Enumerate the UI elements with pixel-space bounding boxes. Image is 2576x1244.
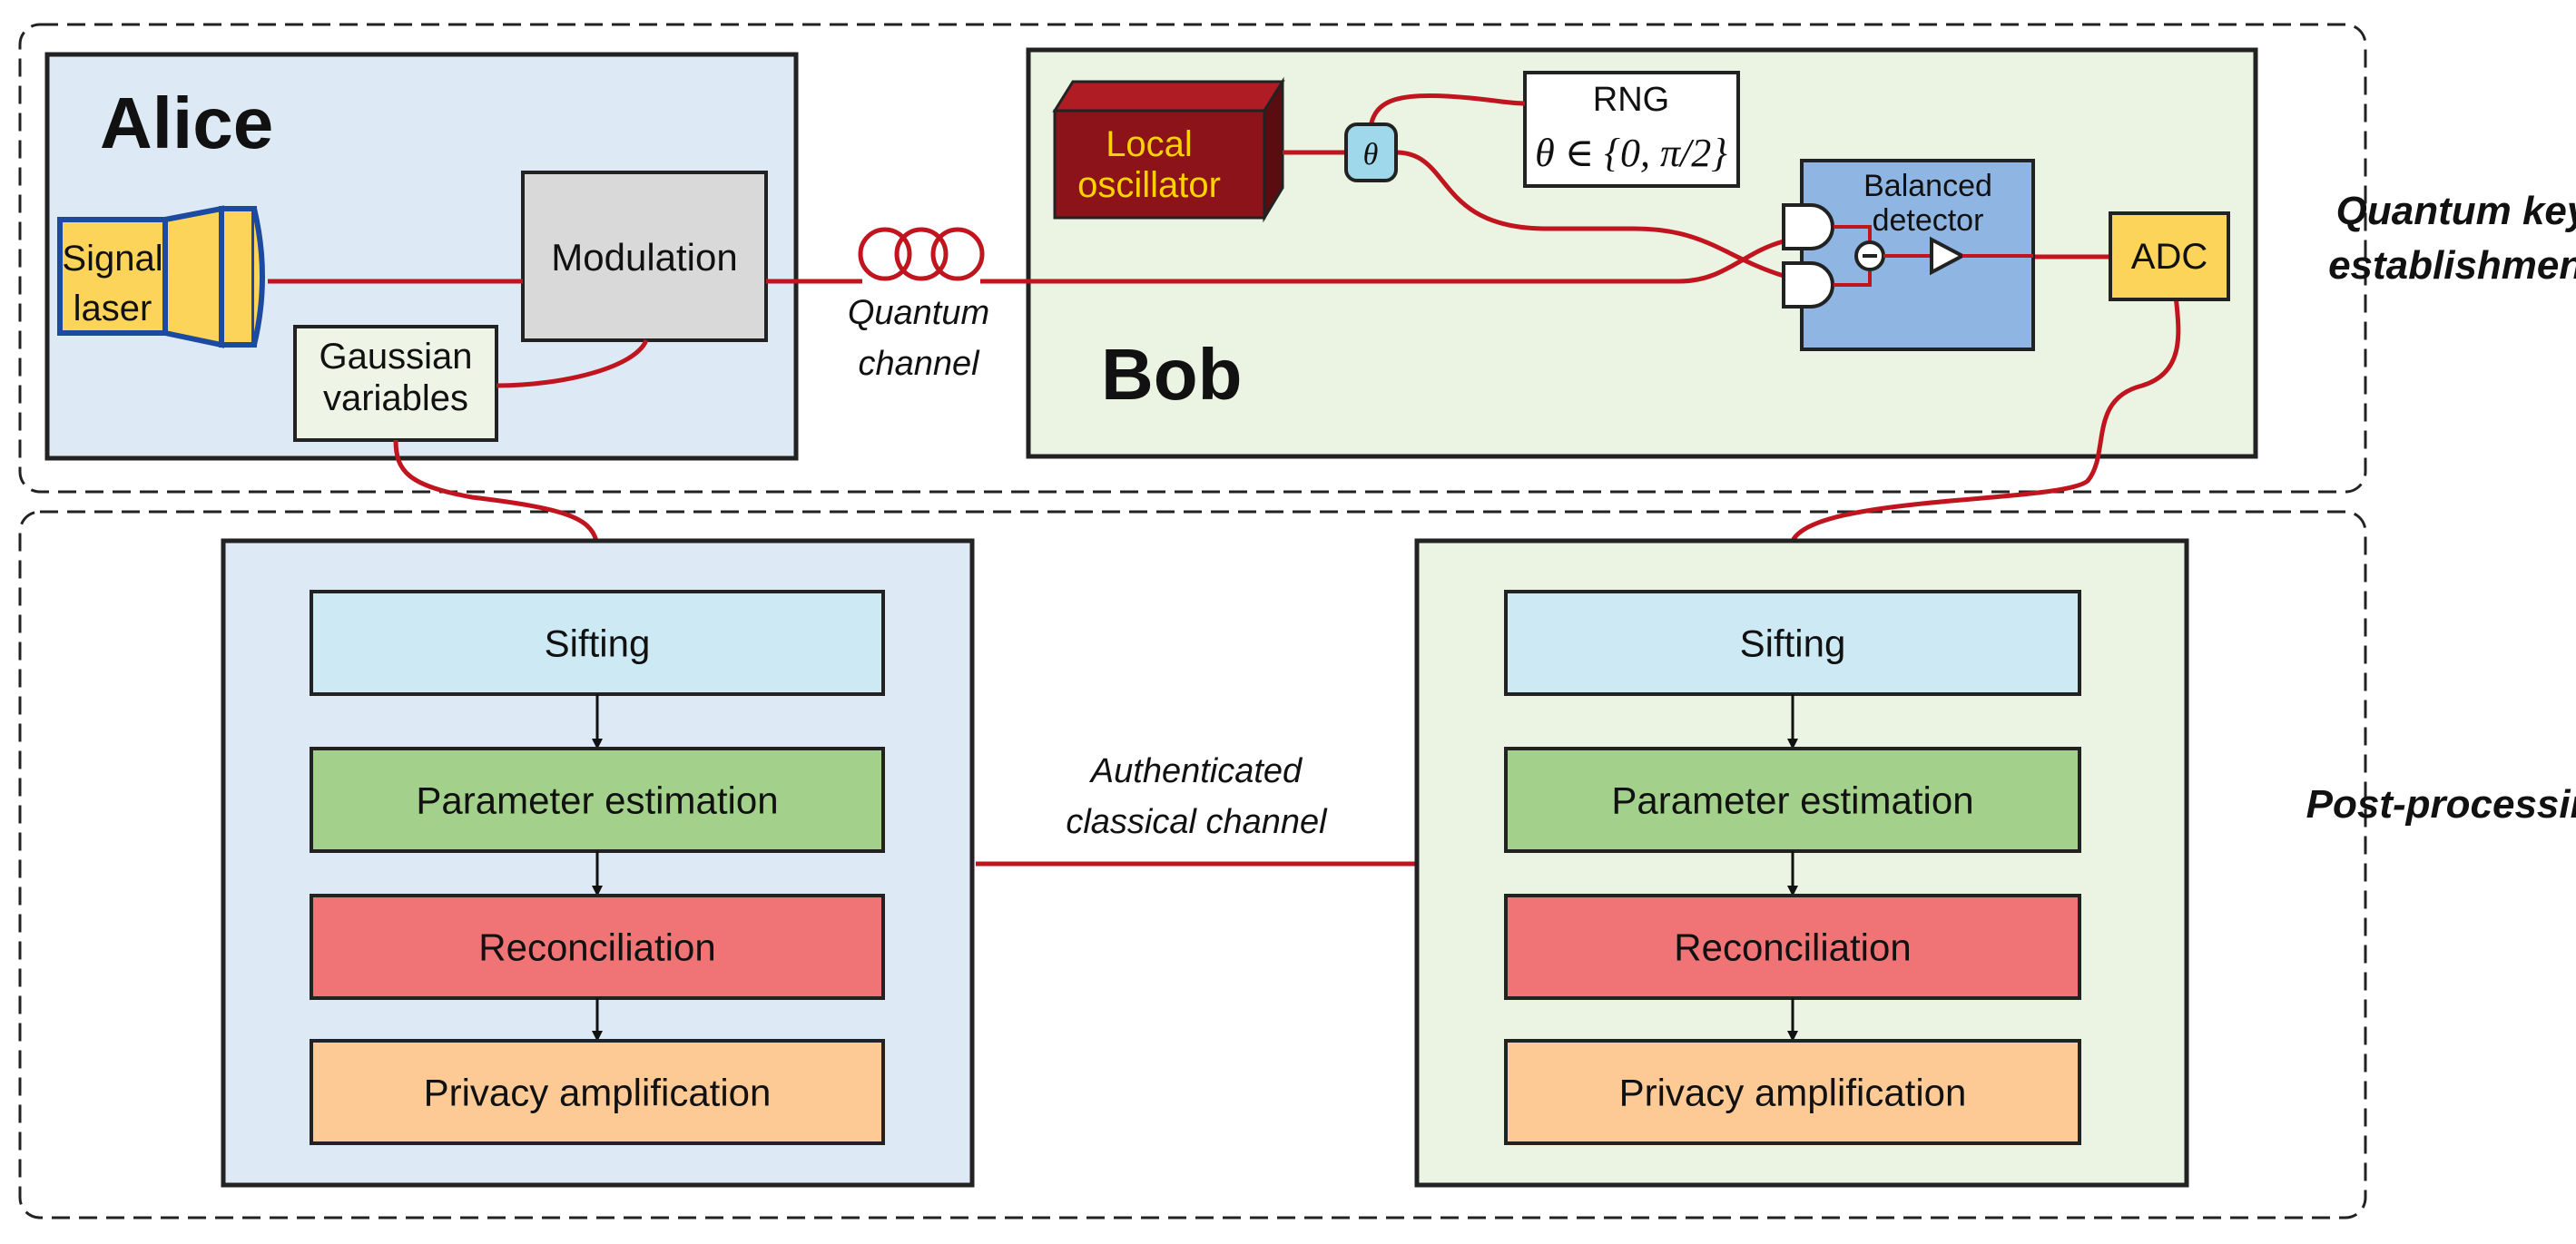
gaussian-variables-label-1: Gaussian — [320, 337, 473, 377]
signal-laser — [57, 205, 265, 348]
alice-title: Alice — [100, 83, 273, 163]
rng-box — [1523, 71, 1740, 188]
quantum-key-establishment-label-1: Quantum key — [2336, 189, 2576, 233]
balanced-detector-label-1: Balanced — [1863, 169, 1992, 203]
bob-step-reconciliation — [1504, 894, 2081, 1000]
quantum-channel-label-2: channel — [858, 345, 980, 383]
local-oscillator-label-1: Local — [1106, 124, 1193, 164]
adc-box — [2109, 211, 2230, 301]
fiber-alice-gaussian-to-post — [393, 439, 599, 542]
bob-step-privacy-amplification — [1504, 1039, 2081, 1145]
balanced-detector-label-2: detector — [1873, 203, 1984, 238]
local-oscillator — [1052, 76, 1285, 223]
bob-step-parameter-estimation — [1504, 747, 2081, 853]
fiber-phase-to-detector — [1395, 150, 1785, 279]
alice-step-label-sifting: Sifting — [545, 622, 651, 665]
bob-step-label-sifting: Sifting — [1740, 622, 1846, 665]
classical-channel-label-1: Authenticated — [1089, 752, 1303, 790]
alice-step-parameter-estimation — [310, 747, 885, 853]
fiber-gaussian-to-modulation — [496, 338, 649, 388]
phase-modulator — [1344, 122, 1398, 182]
gaussian-variables-label-2: variables — [323, 378, 468, 418]
quantum-key-establishment-label-2: establishment — [2328, 243, 2576, 288]
bob-title: Bob — [1101, 334, 1243, 415]
signal-laser-label-1: Signal — [62, 239, 162, 279]
alice-step-sifting — [310, 590, 885, 696]
photodiode-pair — [1782, 203, 2033, 309]
quantum-key-establishment-region — [18, 23, 2367, 494]
bob-step-label-parameter-estimation: Parameter estimation — [1611, 779, 1973, 822]
modulation-label: Modulation — [551, 236, 737, 279]
fiber-phase-to-rng — [1368, 93, 1526, 128]
post-processing-label: Post-processing — [2306, 782, 2576, 827]
alice-step-label-reconciliation: Reconciliation — [478, 926, 715, 969]
fiber-quantum-to-detector — [980, 239, 1785, 284]
bob-step-label-reconciliation: Reconciliation — [1674, 926, 1911, 969]
classical-channel-label-2: classical channel — [1066, 803, 1328, 841]
fiber-connections — [268, 93, 2181, 867]
rng-formula: θ ∈ {0, π/2} — [1535, 131, 1727, 175]
quantum-channel-label-1: Quantum — [848, 294, 989, 332]
alice-step-reconciliation — [310, 894, 885, 1000]
quantum-channel-coil — [858, 227, 985, 281]
alice-step-label-privacy-amplification: Privacy amplification — [424, 1072, 772, 1114]
rng-title: RNG — [1593, 81, 1669, 119]
local-oscillator-label-2: oscillator — [1077, 165, 1221, 205]
alice-step-label-parameter-estimation: Parameter estimation — [416, 779, 778, 822]
alice-step-privacy-amplification — [310, 1039, 885, 1145]
fiber-adc-to-bob-post — [1790, 294, 2181, 543]
signal-laser-label-2: laser — [74, 289, 152, 328]
phase-symbol: θ — [1363, 138, 1379, 171]
adc-label: ADC — [2131, 237, 2207, 277]
bob-step-sifting — [1504, 590, 2081, 696]
bob-step-label-privacy-amplification: Privacy amplification — [1619, 1072, 1967, 1114]
post-processing-region — [18, 510, 2367, 1220]
